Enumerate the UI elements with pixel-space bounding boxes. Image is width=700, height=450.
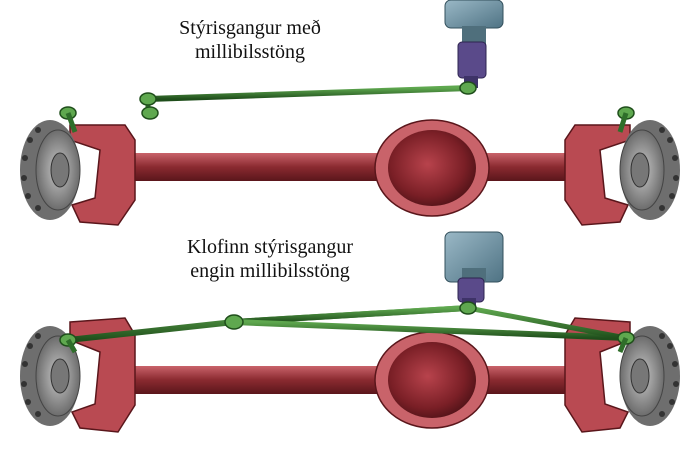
bottom-joint-pitman [459,301,477,315]
top-axle-assembly [20,0,680,226]
bottom-left-knuckle [69,317,136,433]
top-differential [388,130,476,206]
bottom-right-link [231,319,629,341]
bottom-steering-gearbox [444,231,504,308]
bottom-left-wheel-hub [20,326,81,426]
bottom-caption-line1: Klofinn stýrisgangur [186,236,354,258]
top-right-steering-arm [617,112,629,133]
top-caption-line2: millibilsstöng [194,41,306,63]
bottom-joint-center [224,314,244,330]
top-left-knuckle [69,124,136,226]
top-joint-center-upper [139,92,157,106]
bottom-axle-tube [110,366,590,394]
bottom-axle-assembly [20,231,680,433]
bottom-right-steering-arm [617,337,629,353]
top-right-wheel-hub [619,120,680,220]
top-joint-center-lower [141,106,159,120]
bottom-differential [388,342,476,418]
top-steering-gearbox [444,0,504,88]
top-drag-link [145,85,473,102]
top-axle-tube [110,153,590,181]
top-left-steering-arm [65,112,78,133]
bottom-right-tie-rod [231,305,471,325]
bottom-pitman-to-right [465,305,629,341]
bottom-caption-line2: engin millibilsstöng [190,260,350,282]
top-right-knuckle [564,124,631,226]
bottom-left-steering-arm [65,338,78,354]
top-caption-line1: Stýrisgangur með [179,17,321,39]
bottom-right-wheel-hub [619,326,680,426]
top-caption: Stýrisgangur með millibilsstöng [150,16,350,64]
top-left-wheel-hub [20,120,81,220]
bottom-caption: Klofinn stýrisgangur engin millibilsstön… [150,235,390,283]
top-joint-pitman [459,81,477,95]
